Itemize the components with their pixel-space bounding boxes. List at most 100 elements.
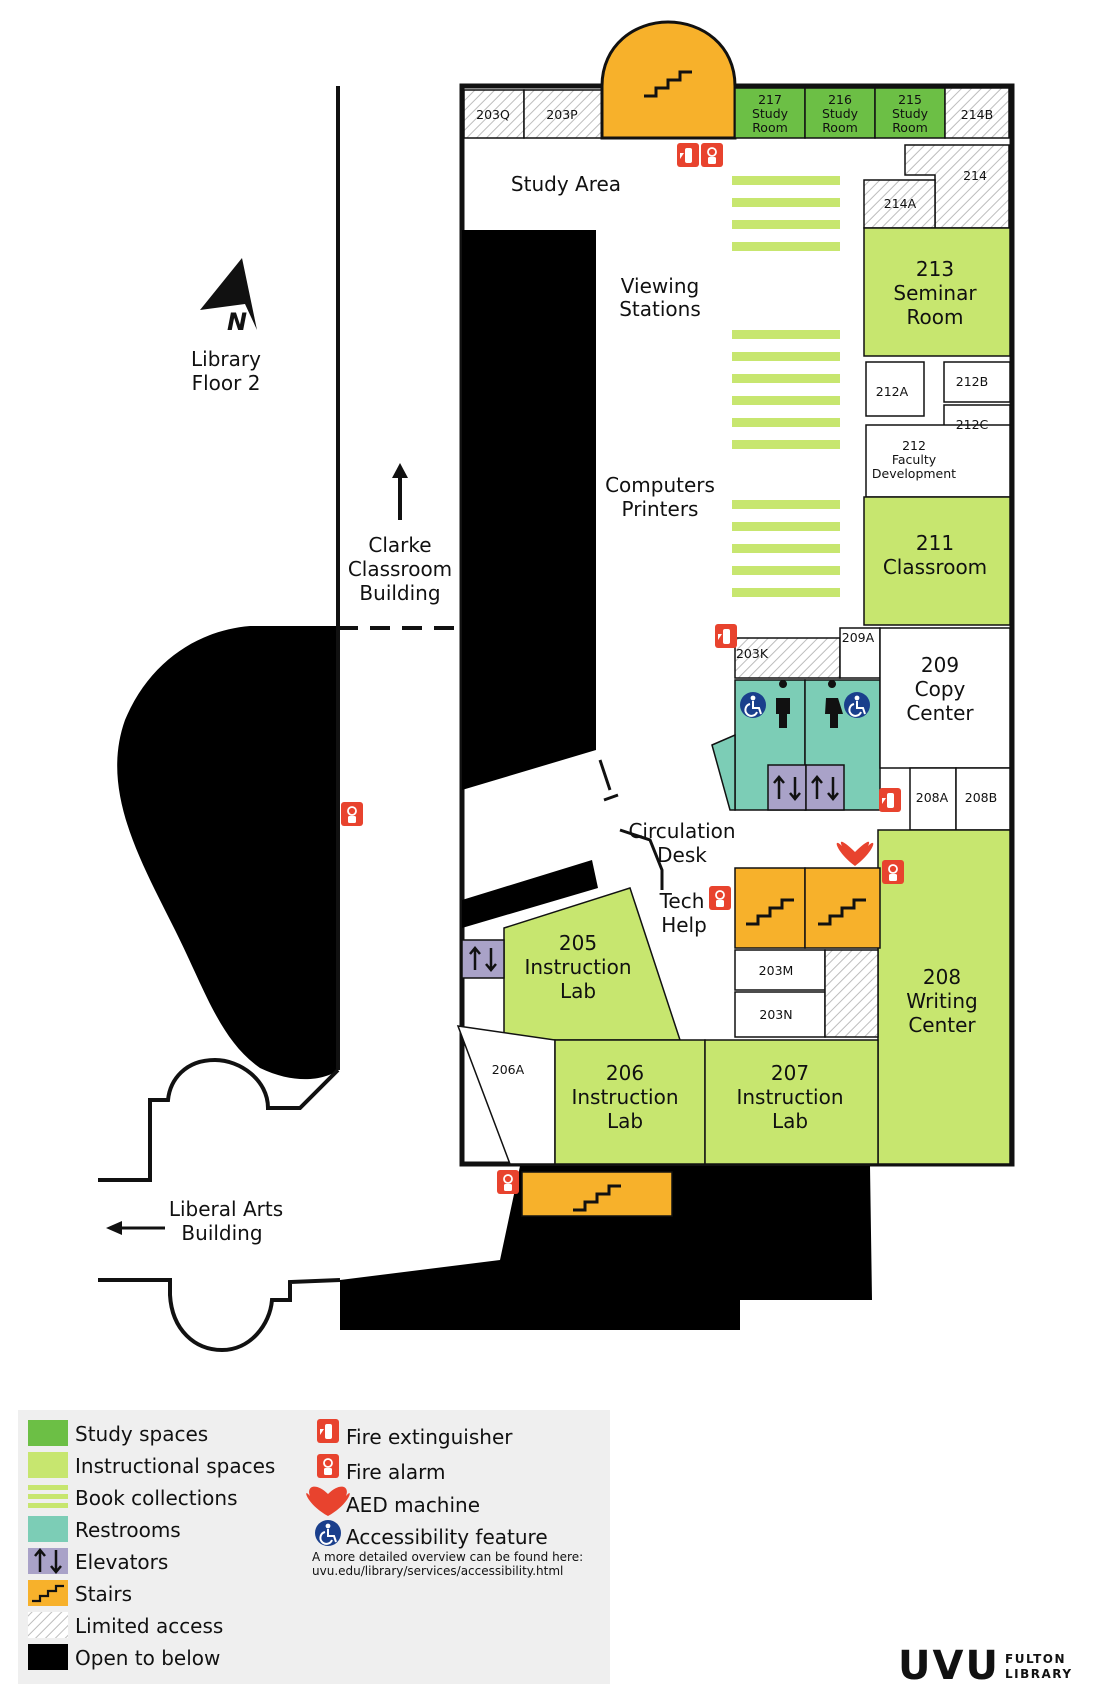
- room-211[interactable]: [863, 496, 1011, 626]
- accessibility-icon: [843, 691, 871, 719]
- room-214a[interactable]: [863, 179, 936, 229]
- svg-text:Development: Development: [872, 466, 956, 481]
- room-215[interactable]: [874, 87, 946, 139]
- study-area-label: Study Area: [511, 172, 621, 196]
- svg-text:Classroom: Classroom: [348, 557, 452, 581]
- svg-text:208B: 208B: [965, 790, 997, 805]
- svg-text:203K: 203K: [736, 646, 769, 661]
- svg-text:216: 216: [828, 92, 852, 107]
- svg-text:Building: Building: [181, 1221, 262, 1245]
- legend-swatch-open-below: [28, 1644, 68, 1670]
- svg-text:Room: Room: [907, 305, 964, 329]
- room-206[interactable]: [554, 1039, 706, 1165]
- svg-text:Help: Help: [661, 913, 707, 937]
- room-217[interactable]: [734, 87, 806, 139]
- legend-swatch-limited: [28, 1612, 68, 1638]
- svg-text:208A: 208A: [916, 790, 949, 805]
- open-to-below-ledge: [462, 860, 598, 928]
- fire-extinguisher-icon: [677, 143, 699, 167]
- open-to-below-west: [117, 626, 339, 1080]
- legend-label-extinguisher: Fire extinguisher: [346, 1425, 513, 1449]
- room-212[interactable]: [865, 424, 1011, 498]
- stairs-center-1: [734, 867, 806, 949]
- room-203m[interactable]: [734, 949, 826, 991]
- elevator-1[interactable]: [767, 764, 807, 811]
- liberal-arts-direction: Liberal Arts Building: [106, 1197, 283, 1245]
- clarke-direction: Clarke Classroom Building: [348, 463, 452, 605]
- legend-note-line1: A more detailed overview can be found he…: [312, 1550, 583, 1564]
- svg-text:203Q: 203Q: [476, 107, 510, 122]
- elevator-2[interactable]: [805, 764, 845, 811]
- fire-extinguisher-icon: [715, 624, 737, 648]
- fire-alarm-icon: [340, 801, 364, 827]
- svg-text:Room: Room: [822, 120, 858, 135]
- aed-heart-icon: [836, 841, 874, 866]
- svg-text:Instruction: Instruction: [571, 1085, 678, 1109]
- fire-alarm-icon: [496, 1169, 520, 1195]
- circulation-desk[interactable]: [598, 759, 664, 890]
- svg-text:Study: Study: [892, 106, 929, 121]
- room-209a[interactable]: [839, 627, 881, 679]
- svg-text:206A: 206A: [492, 1062, 525, 1077]
- open-to-below-south: [340, 1166, 872, 1330]
- room-213[interactable]: [863, 227, 1011, 357]
- svg-text:Floor 2: Floor 2: [192, 371, 261, 395]
- fulton-text: FULTON: [1005, 1652, 1066, 1666]
- north-letter: N: [227, 308, 247, 336]
- svg-text:203P: 203P: [546, 107, 578, 122]
- tech-help-label: Tech: [659, 889, 705, 913]
- svg-text:Room: Room: [752, 120, 788, 135]
- svg-text:Center: Center: [908, 1013, 976, 1037]
- room-212a[interactable]: [865, 361, 925, 417]
- open-to-below-center: [462, 230, 596, 790]
- svg-text:208: 208: [923, 965, 961, 989]
- svg-text:Study: Study: [752, 106, 789, 121]
- svg-text:Seminar: Seminar: [893, 281, 977, 305]
- svg-text:Copy: Copy: [915, 677, 966, 701]
- clarke-label: Clarke: [368, 533, 431, 557]
- circulation-label: Circulation: [628, 819, 735, 843]
- clarke-corridor-walls: [336, 86, 464, 1070]
- legend-label-accessibility: Accessibility feature: [346, 1525, 548, 1549]
- svg-text:Lab: Lab: [560, 979, 596, 1003]
- svg-text:209: 209: [921, 653, 959, 677]
- room-203k[interactable]: [734, 637, 841, 679]
- room-208a[interactable]: [909, 767, 957, 831]
- room-203q[interactable]: [463, 89, 525, 139]
- legend-label-open-below: Open to below: [75, 1646, 220, 1670]
- svg-text:Study: Study: [822, 106, 859, 121]
- svg-text:211: 211: [916, 531, 954, 555]
- accessibility-icon: [739, 691, 767, 719]
- legend-label-elevator: Elevators: [75, 1550, 168, 1574]
- room-214b[interactable]: [944, 87, 1010, 139]
- room-212b[interactable]: [943, 361, 1011, 403]
- svg-text:206: 206: [606, 1061, 644, 1085]
- room-203p[interactable]: [523, 89, 603, 139]
- fire-extinguisher-icon: [317, 1419, 339, 1443]
- restroom-women-icon: [825, 679, 843, 728]
- fire-extinguisher-icon: [879, 788, 901, 812]
- room-207[interactable]: [704, 1039, 879, 1165]
- book-collections: [732, 176, 840, 597]
- legend-label-books: Book collections: [75, 1486, 238, 1510]
- room-203n[interactable]: [734, 991, 826, 1038]
- elevator-west[interactable]: [461, 939, 505, 979]
- svg-text:Desk: Desk: [657, 843, 707, 867]
- svg-text:214B: 214B: [961, 107, 993, 122]
- core-slant-wall: [711, 733, 736, 811]
- viewing-label: Viewing: [621, 274, 699, 298]
- svg-text:Classroom: Classroom: [883, 555, 987, 579]
- svg-text:Library: Library: [191, 347, 261, 371]
- room-209[interactable]: [879, 627, 1011, 769]
- library-text: LIBRARY: [1005, 1667, 1073, 1681]
- svg-text:Lab: Lab: [607, 1109, 643, 1133]
- room-208b[interactable]: [955, 767, 1011, 831]
- room-203-limited[interactable]: [824, 949, 879, 1038]
- fire-alarm-icon: [700, 142, 724, 168]
- svg-text:Stations: Stations: [619, 297, 701, 321]
- svg-text:Room: Room: [892, 120, 928, 135]
- computers-label: Computers: [605, 473, 715, 497]
- legend-label-instructional: Instructional spaces: [75, 1454, 275, 1478]
- uvu-logo-text: UVU: [898, 1643, 1000, 1689]
